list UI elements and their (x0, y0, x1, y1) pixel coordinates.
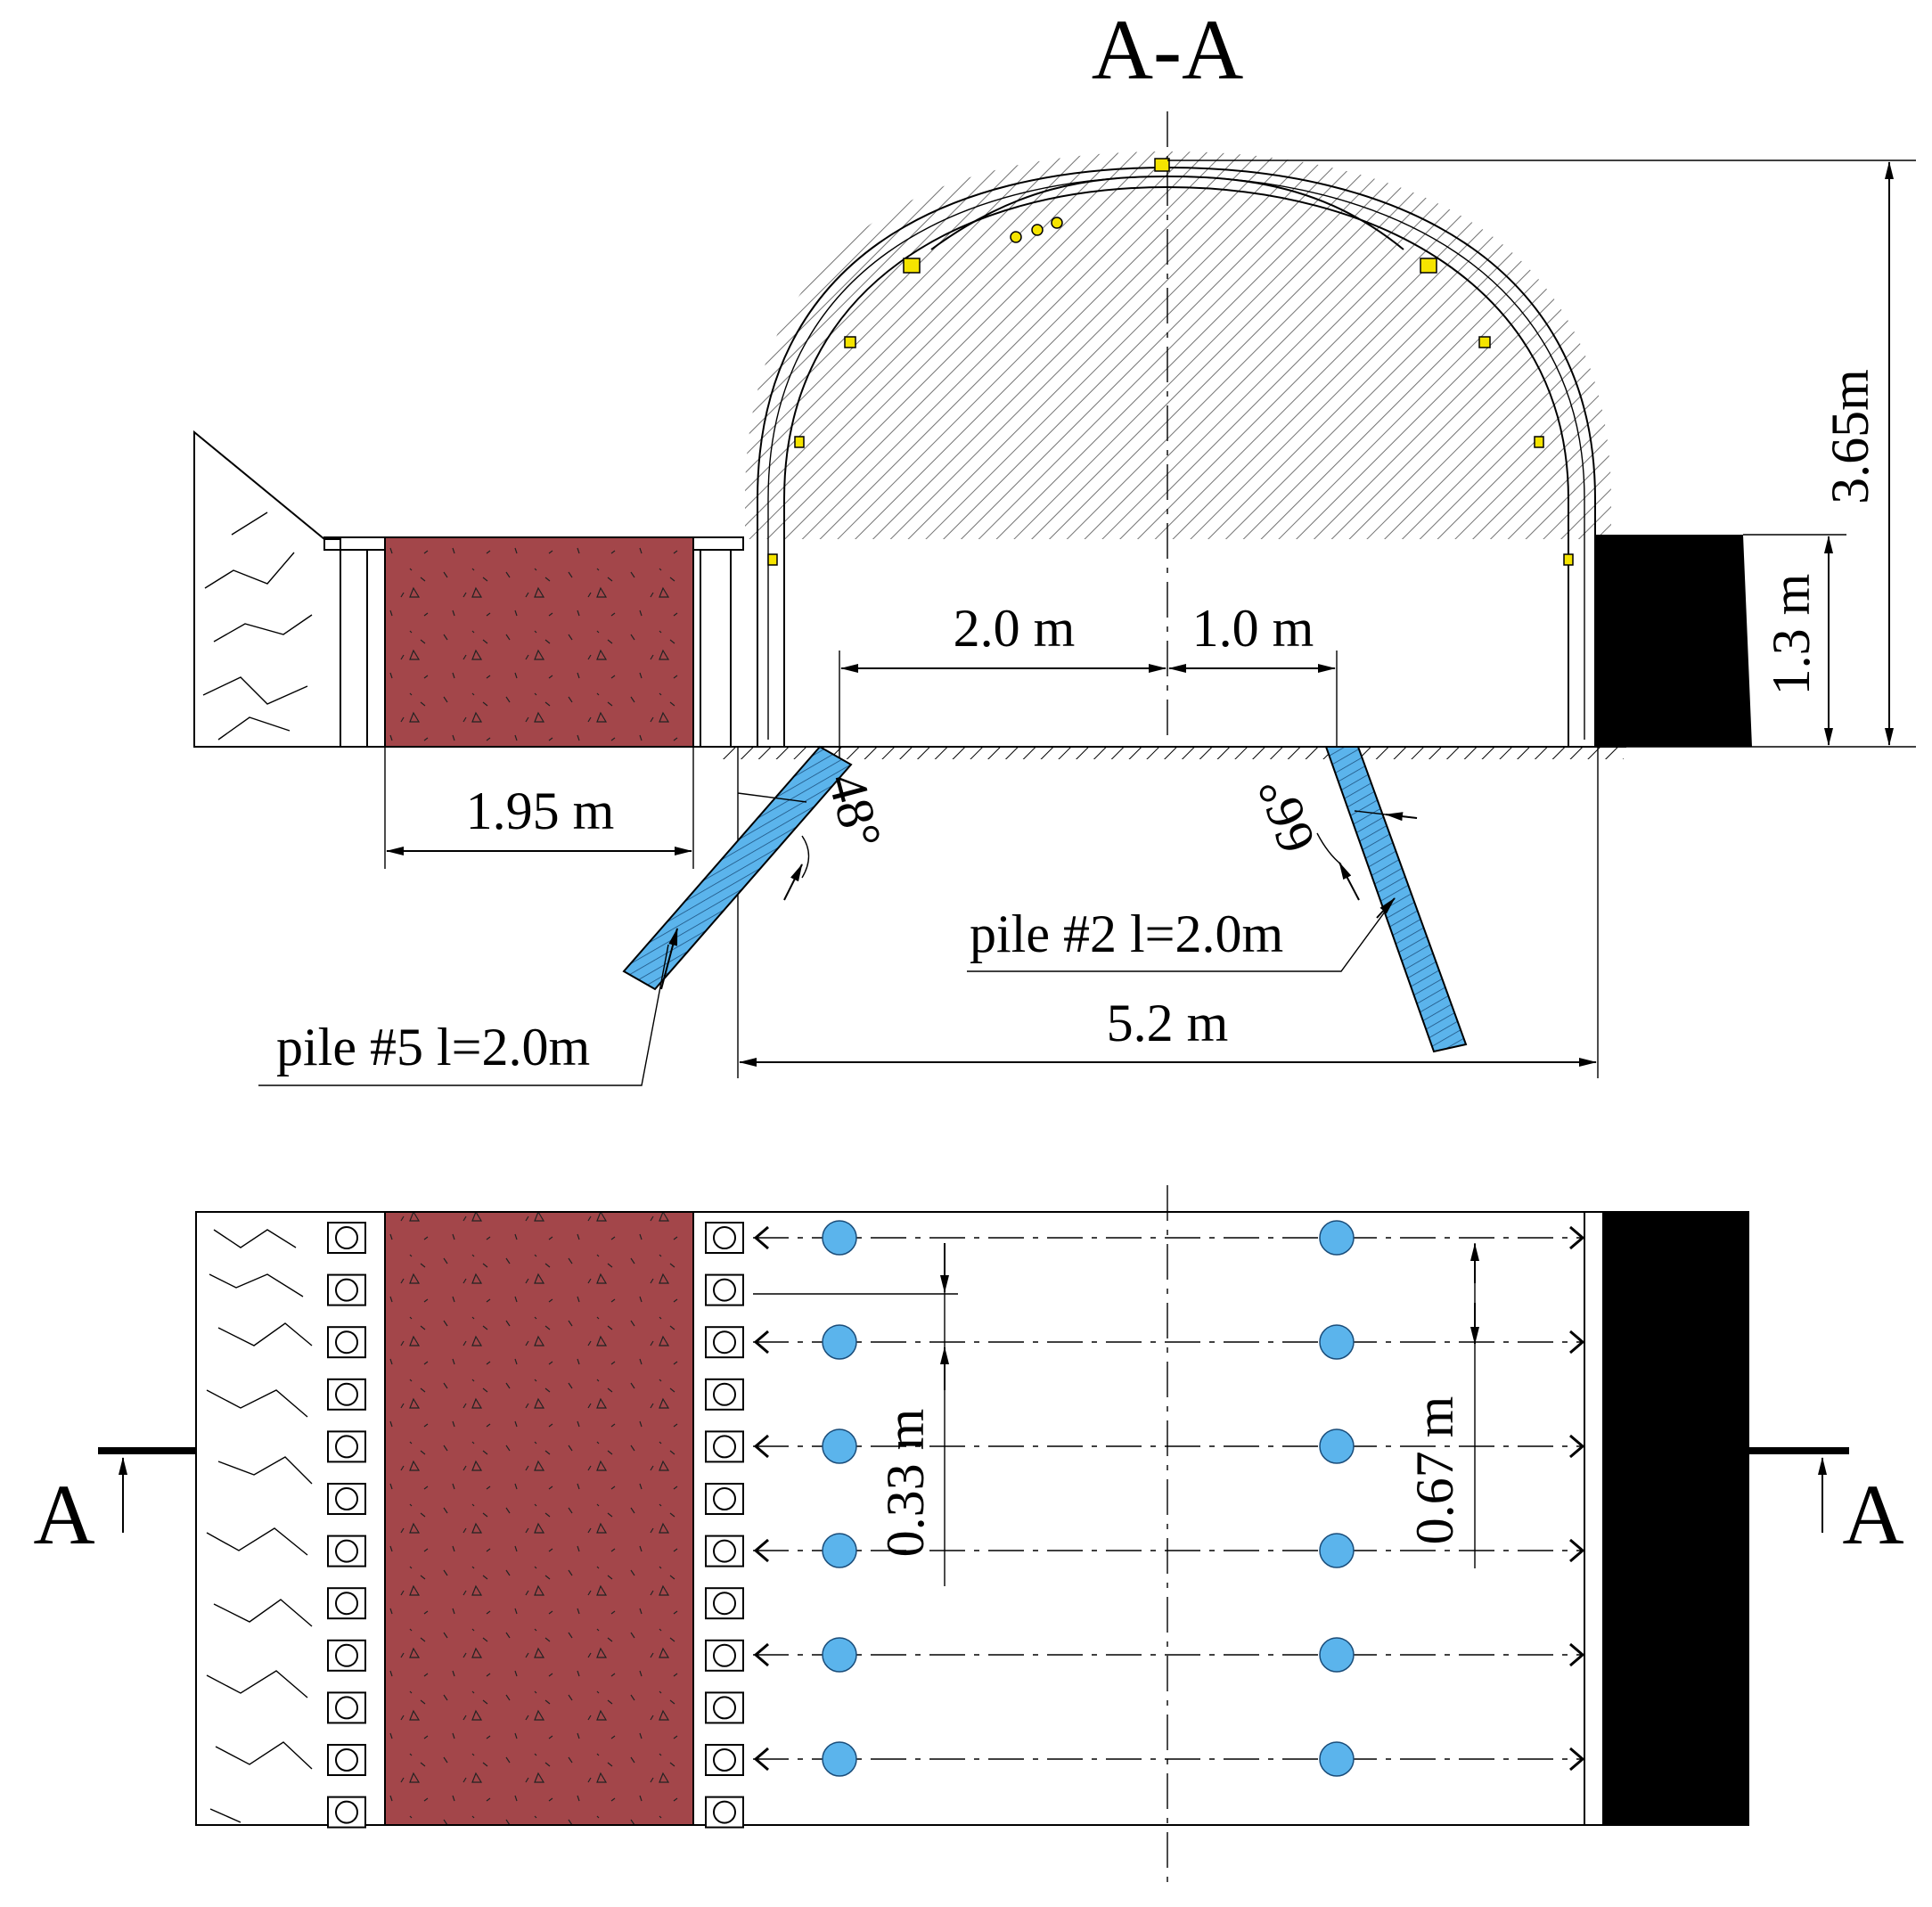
formwork-hole (335, 1748, 358, 1772)
formwork-hole (335, 1800, 358, 1824)
pile-5-plan (822, 1220, 857, 1256)
rock-wall-plan (206, 1229, 313, 1823)
dim-spacing-left-label: 0.33 m (876, 1409, 935, 1558)
anchor-left-icon (753, 1747, 769, 1772)
dim-spacing-right-label: 0.67 m (1405, 1396, 1464, 1545)
anchor-right-icon (1569, 1434, 1585, 1459)
dim-left-offset-label: 2.0 m (954, 599, 1076, 658)
dim-roadway-width-label: 5.2 m (1107, 994, 1229, 1052)
formwork-hole (713, 1435, 736, 1459)
dim-right-offset-label: 1.0 m (1192, 599, 1314, 658)
pile-2-plan (1319, 1741, 1355, 1777)
dim-fill-width-label: 1.95 m (466, 782, 615, 840)
anchor-right-icon (1569, 1538, 1585, 1563)
formwork-hole (713, 1278, 736, 1302)
formwork-hole (335, 1435, 358, 1459)
right-pile-label: pile #2 l=2.0m (970, 904, 1283, 963)
pile-2-plan (1319, 1637, 1355, 1673)
formwork-hole (713, 1643, 736, 1667)
formwork-hole (335, 1592, 358, 1616)
section-mark-right: A (1748, 1447, 1904, 1562)
dim-spacing-left: 0.33 m (753, 1243, 958, 1586)
dim-roadway-width: 5.2 m (737, 747, 1599, 1078)
formwork-hole (713, 1330, 736, 1355)
section-mark-left-label: A (33, 1467, 94, 1562)
pile-2-section: 66° pile #2 l=2.0m (967, 746, 1468, 1053)
pile-5-plan (822, 1428, 857, 1464)
pile-5-plan (822, 1324, 857, 1360)
pile-2-plan (1319, 1428, 1355, 1464)
formwork-boxes-right (705, 1222, 744, 1829)
filling-body-section (384, 536, 694, 748)
pile-5-plan (822, 1533, 857, 1568)
anchor-left-icon (753, 1434, 769, 1459)
anchor-right-icon (1569, 1747, 1585, 1772)
dim-fill-width: 1.95 m (384, 747, 694, 869)
formwork-hole (335, 1382, 358, 1406)
formwork-hole (713, 1592, 736, 1616)
dim-height-coal-label: 1.3 m (1762, 574, 1821, 696)
formwork-hole (335, 1226, 358, 1249)
formwork-hole (335, 1487, 358, 1510)
pile-2-plan (1319, 1533, 1355, 1568)
anchor-left-icon (753, 1330, 769, 1355)
bolt-markers (767, 158, 1574, 566)
formwork-hole (335, 1278, 358, 1302)
pile-rows (753, 1220, 1585, 1777)
left-pile-label: pile #5 l=2.0m (276, 1018, 590, 1076)
formwork-boxes-left (327, 1222, 366, 1829)
formwork-hole (713, 1696, 736, 1720)
coal-seam-section (1595, 535, 1752, 747)
section-title: A-A (1092, 2, 1244, 97)
anchor-right-icon (1569, 1330, 1585, 1355)
pile-5-plan (822, 1741, 857, 1777)
formwork-hole (713, 1539, 736, 1563)
dim-spacing-right: 0.67 m (1405, 1243, 1479, 1568)
arch-support (745, 151, 1611, 747)
pile-2-plan (1319, 1324, 1355, 1360)
formwork-hole (713, 1748, 736, 1772)
pile-5-section: 48° pile #5 l=2.0m (258, 745, 893, 1086)
rock-wall-upper (193, 430, 341, 748)
anchor-left-icon (753, 1225, 769, 1250)
formwork-hole (335, 1539, 358, 1563)
left-pile-angle-label: 48° (817, 767, 893, 855)
floor-hatch (722, 747, 1624, 759)
formwork-hole (335, 1330, 358, 1355)
anchor-right-icon (1569, 1642, 1585, 1667)
formwork-hole (335, 1696, 358, 1720)
formwork-hole (713, 1800, 736, 1824)
section-mark-left: A (33, 1447, 196, 1562)
coal-seam-plan (1602, 1212, 1748, 1825)
dim-height-coal: 1.3 m (1743, 534, 1846, 746)
section-mark-right-label: A (1842, 1467, 1903, 1562)
formwork-hole (713, 1382, 736, 1406)
dim-height-total-label: 3.65m (1821, 369, 1879, 504)
pile-5-plan (822, 1637, 857, 1673)
right-pile-angle-label: 66° (1246, 770, 1327, 861)
anchor-left-icon (753, 1642, 769, 1667)
filling-body-plan (384, 1211, 694, 1826)
formwork-hole (335, 1643, 358, 1667)
formwork-hole (713, 1226, 736, 1249)
formwork-hole (713, 1487, 736, 1510)
pile-2-plan (1319, 1220, 1355, 1256)
anchor-left-icon (753, 1538, 769, 1563)
dim-height-total: 3.65m (1167, 160, 1916, 748)
anchor-right-icon (1569, 1225, 1585, 1250)
dim-pile-offsets: 2.0 m 1.0 m (839, 599, 1338, 757)
